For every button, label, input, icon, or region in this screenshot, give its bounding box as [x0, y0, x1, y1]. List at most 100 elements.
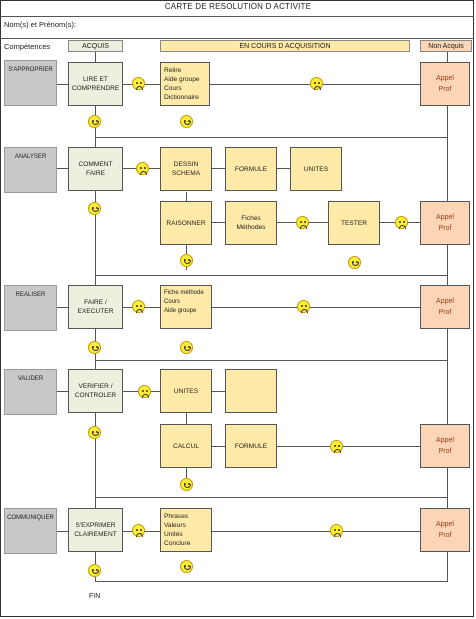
- header-non-acquis: Non Acquis: [420, 40, 472, 52]
- sad-smiley-icon: [395, 216, 408, 229]
- fin-label: FIN: [89, 593, 101, 600]
- box-unites-2: UNITES: [160, 369, 212, 413]
- return-communiquer: [95, 581, 447, 582]
- box-verifier-controler: VERIFIER / CONTROLER: [68, 369, 123, 413]
- sad-smiley-icon: [132, 77, 145, 90]
- happy-smiley-icon: [180, 254, 193, 267]
- box-relire-line-4: Dictionnaire: [164, 94, 199, 101]
- sad-smiley-icon: [297, 300, 310, 313]
- box-verifier-line-2: CONTROLER: [74, 392, 117, 399]
- name-divider: [0, 38, 474, 39]
- prof-label-2: Prof: [438, 225, 452, 232]
- box-calcul: CALCUL: [160, 424, 212, 468]
- box-appel-prof-3: Appel Prof: [420, 285, 470, 329]
- happy-smiley-icon: [88, 426, 101, 439]
- box-comment-line-1: COMMENT: [78, 161, 113, 168]
- box-appel-prof-2: Appel Prof: [420, 201, 470, 245]
- sad-smiley-icon: [132, 300, 145, 313]
- box-phrases-line-3: Unités: [164, 531, 183, 538]
- link-sapproprier: [57, 84, 420, 85]
- box-relire-line-1: Relire: [164, 67, 182, 74]
- name-label: Nom(s) et Prénom(s):: [4, 20, 77, 29]
- box-faire-executer: FAIRE / EXECUTER: [68, 285, 123, 329]
- diagram-title: CARTE DE RESOLUTION D ACTIVITE: [164, 2, 312, 11]
- box-fiche-line-3: Aide groupe: [164, 308, 197, 314]
- box-fiche-line-2: Cours: [164, 299, 181, 305]
- box-fiches-line-2: Méthodes: [236, 224, 266, 231]
- box-phrases-line-2: Valeurs: [164, 522, 186, 529]
- happy-smiley-icon: [180, 341, 193, 354]
- appel-label-4: Appel: [436, 437, 454, 444]
- prof-label-4: Prof: [438, 448, 452, 455]
- appel-label-5: Appel: [436, 521, 454, 528]
- box-formule-2: FORMULE: [225, 424, 277, 468]
- prof-label-5: Prof: [438, 532, 452, 539]
- sad-smiley-icon: [330, 524, 343, 537]
- box-lire-comprendre: LIRE ET COMPRENDRE: [68, 62, 123, 106]
- phase-analyser: ANALYSER: [4, 147, 57, 193]
- box-comment-faire: COMMENT FAIRE: [68, 147, 123, 191]
- box-faire-line-2: EXECUTER: [77, 308, 114, 315]
- sad-smiley-icon: [132, 524, 145, 537]
- phase-valider: VALIDER: [4, 369, 57, 415]
- return-valider: [95, 497, 447, 498]
- box-comment-line-2: FAIRE: [85, 170, 106, 177]
- title-divider: [0, 16, 474, 17]
- happy-smiley-icon: [88, 564, 101, 577]
- box-relire-line-3: Cours: [164, 85, 182, 92]
- happy-smiley-icon: [88, 341, 101, 354]
- box-fiche-methode: Fiche méthode Cours Aide groupe: [160, 285, 212, 329]
- happy-smiley-icon: [88, 115, 101, 128]
- box-raisonner: RAISONNER: [160, 201, 212, 245]
- happy-smiley-icon: [180, 478, 193, 491]
- link-communiquer: [57, 531, 420, 532]
- header-acquis: ACQUIS: [68, 40, 123, 52]
- box-phrases-line-1: Phrases: [164, 513, 189, 520]
- box-sexprimer: S'EXPRIMER CLAIREMENT: [68, 508, 123, 552]
- box-formule-1: FORMULE: [225, 147, 277, 191]
- happy-smiley-icon: [88, 202, 101, 215]
- box-lire-line-1: LIRE ET: [83, 76, 108, 83]
- happy-smiley-icon: [180, 115, 193, 128]
- box-dessin-line-1: DESSIN: [173, 161, 199, 168]
- box-relire: Relire Aide groupe Cours Dictionnaire: [160, 62, 210, 106]
- box-phrases-line-4: Conclure: [164, 540, 191, 547]
- box-fiches-methodes: Fiches Méthodes: [225, 201, 277, 245]
- box-appel-prof-1: Appel Prof: [420, 62, 470, 106]
- box-dessin-line-2: SCHEMA: [171, 170, 201, 177]
- box-empty: [225, 369, 277, 413]
- return-analyser: [95, 275, 447, 276]
- phase-communiquer: COMMUNIQUER: [4, 508, 57, 554]
- appel-label-2: Appel: [436, 214, 454, 221]
- appel-label-1: Appel: [436, 75, 454, 82]
- box-verifier-line-1: VERIFIER /: [78, 383, 113, 390]
- phase-realiser: REALISER: [4, 285, 57, 331]
- box-lire-line-2: COMPRENDRE: [71, 85, 120, 92]
- box-relire-line-2: Aide groupe: [164, 76, 200, 83]
- return-realiser: [95, 360, 447, 361]
- box-phrases: Phrases Valeurs Unités Conclure: [160, 508, 212, 552]
- box-sexprimer-line-1: S'EXPRIMER: [75, 522, 116, 529]
- box-appel-prof-5: Appel Prof: [420, 508, 470, 552]
- prof-label-1: Prof: [438, 86, 452, 93]
- competences-label: Compétences: [4, 42, 51, 51]
- box-fiche-line-1: Fiche méthode: [164, 290, 204, 296]
- box-unites-1: UNITES: [290, 147, 342, 191]
- box-appel-prof-4: Appel Prof: [420, 424, 470, 468]
- happy-smiley-icon: [348, 256, 361, 269]
- sad-smiley-icon: [138, 385, 151, 398]
- return-sapproprier: [95, 137, 447, 138]
- box-fiches-line-1: Fiches: [241, 215, 261, 222]
- appel-label-3: Appel: [436, 298, 454, 305]
- link-valider-bottom: [186, 446, 420, 447]
- sad-smiley-icon: [296, 216, 309, 229]
- header-en-cours: EN COURS D ACQUISITION: [160, 40, 410, 52]
- box-dessin-schema: DESSIN SCHEMA: [160, 147, 212, 191]
- sad-smiley-icon: [330, 440, 343, 453]
- box-sexprimer-line-2: CLAIREMENT: [74, 531, 117, 538]
- sad-smiley-icon: [136, 162, 149, 175]
- prof-label-3: Prof: [438, 309, 452, 316]
- happy-smiley-icon: [180, 560, 193, 573]
- box-faire-line-1: FAIRE /: [84, 299, 107, 306]
